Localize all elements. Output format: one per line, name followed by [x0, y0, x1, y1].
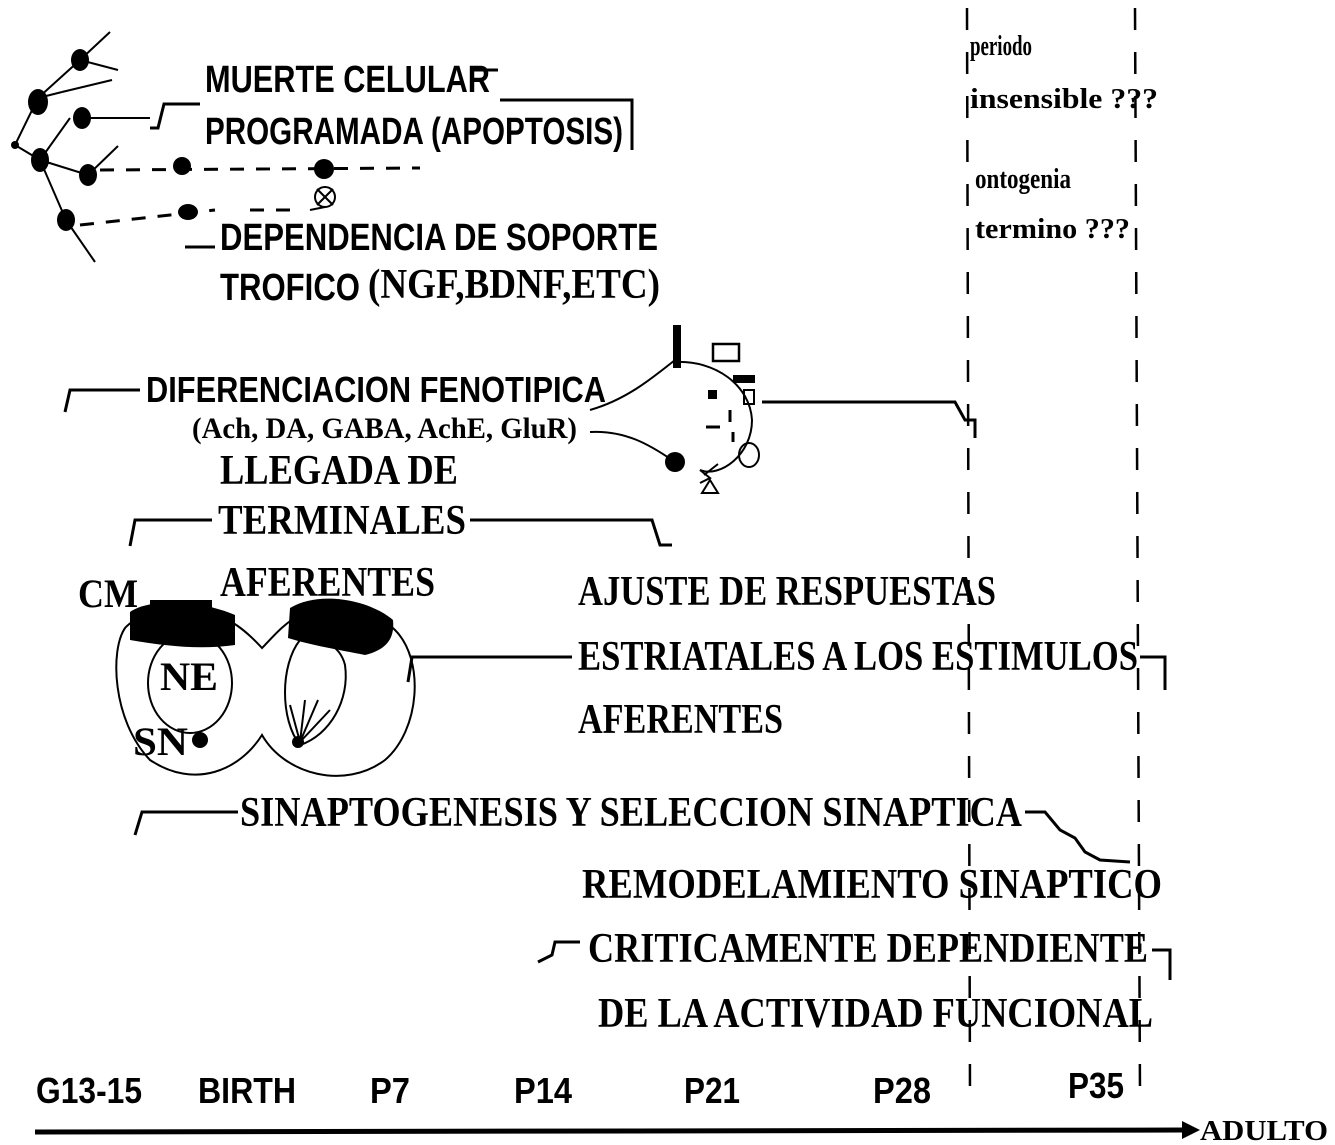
- afferent-label-line2: TERMINALES: [218, 498, 466, 544]
- adjust-label-line3: AFERENTES: [578, 697, 783, 743]
- brain-label-ne: NE: [160, 654, 218, 699]
- remodel-bracket-right: [1152, 950, 1170, 980]
- adjust-label-line1: AJUSTE DE RESPUESTAS: [578, 569, 996, 615]
- phenotype-label-line2: (Ach, DA, GABA, AchE, GluR): [192, 412, 577, 445]
- timeline-tick-birth: BIRTH: [198, 1070, 296, 1111]
- afferent-label-line1: LLEGADA DE: [220, 448, 458, 494]
- timeline-end-label: ADULTO: [1200, 1116, 1328, 1145]
- synapto-bracket-right: [1025, 812, 1130, 862]
- afferent-bracket-right: [470, 520, 672, 545]
- timeline-tick-g13-15: G13-15: [36, 1070, 142, 1111]
- trophic-label-line2a: TROFICO: [220, 267, 360, 309]
- ontogeny-end-note-line1: ontogenia: [975, 164, 1071, 195]
- timeline-tick-p14: P14: [514, 1070, 572, 1111]
- apoptosis-bracket: [150, 104, 200, 128]
- remodel-label-line2: CRITICAMENTE DEPENDIENTE: [588, 926, 1148, 972]
- timeline-tick-p28: P28: [873, 1070, 931, 1111]
- timeline-axis: G13-15 BIRTH P7 P14 P21 P28 P35 ADULTO: [35, 1065, 1328, 1145]
- phenotype-label-line1: DIFERENCIACION FENOTIPICA: [146, 369, 606, 410]
- synapto-bracket-left: [135, 812, 238, 835]
- adjust-bracket-right: [1140, 657, 1165, 690]
- timeline-tick-p7: P7: [370, 1070, 410, 1111]
- insensitive-period-note-line2: insensible ???: [970, 84, 1158, 115]
- trophic-label-line1: DEPENDENCIA DE SOPORTE: [220, 217, 658, 259]
- apoptosis-label-line1: MUERTE CELULAR: [205, 59, 490, 101]
- timeline-arrow-line: [35, 1130, 1184, 1132]
- adjust-label-line2: ESTRIATALES A LOS ESTIMULOS: [578, 634, 1138, 680]
- trophic-label-line2b: (NGF,BDNF,ETC): [368, 262, 660, 308]
- adjust-bracket-left: [408, 657, 572, 682]
- timeline-tick-p21: P21: [684, 1070, 740, 1111]
- ontogeny-end-note-line2: termino ???: [975, 214, 1130, 245]
- timeline-tick-p35: P35: [1068, 1065, 1124, 1106]
- remodel-label-line1: REMODELAMIENTO SINAPTICO: [582, 862, 1162, 908]
- phenotype-bracket-left: [65, 390, 140, 412]
- apoptosis-label-line2: PROGRAMADA (APOPTOSIS): [205, 111, 623, 153]
- synapto-label: SINAPTOGENESIS Y SELECCION SINAPTICA: [240, 790, 1023, 836]
- phenotype-neuron-icon: [590, 325, 759, 493]
- phenotype-bracket-right: [762, 402, 975, 438]
- brain-label-sn: SN: [133, 719, 188, 764]
- timeline-arrowhead-icon: [1182, 1121, 1200, 1139]
- afferent-bracket: [130, 520, 212, 546]
- insensitive-period-note-line1: periodo: [970, 31, 1032, 62]
- remodel-label-line3: DE LA ACTIVIDAD FUNCIONAL: [598, 991, 1153, 1037]
- brain-label-cm: CM: [78, 571, 138, 616]
- remodel-bracket-left: [538, 942, 580, 962]
